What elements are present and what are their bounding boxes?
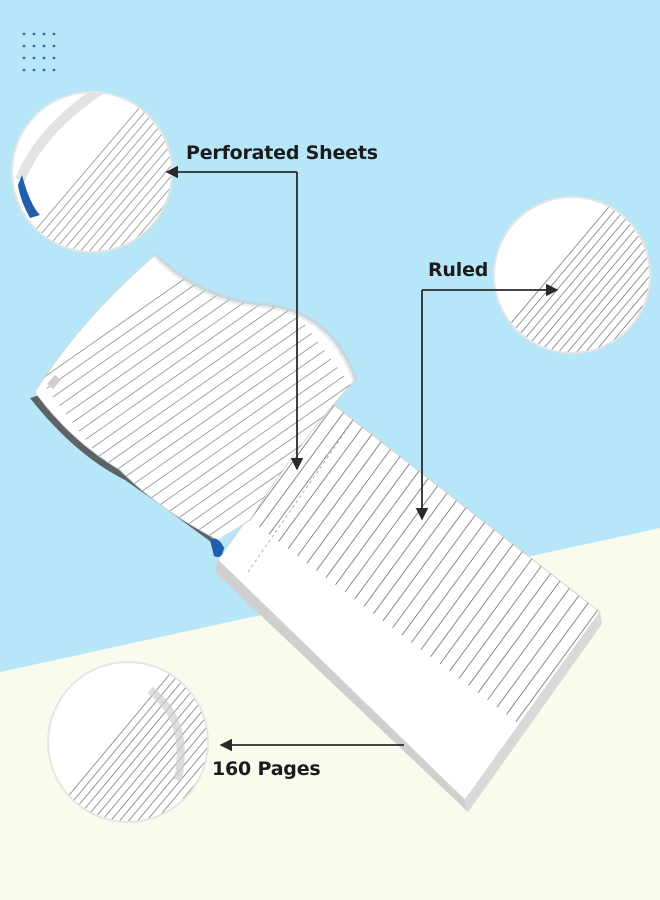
- callout-160-pages: 160 Pages: [212, 758, 321, 780]
- arrow-icon: [165, 165, 559, 752]
- callout-perforated-sheets: Perforated Sheets: [186, 142, 378, 164]
- curled-page: [34, 254, 356, 541]
- notepad: [30, 252, 602, 812]
- dot-grid-icon: [22, 32, 56, 72]
- callout-ruled: Ruled: [428, 259, 489, 281]
- zoom-circle-pages: [47, 661, 209, 823]
- binding-accent: [210, 538, 224, 557]
